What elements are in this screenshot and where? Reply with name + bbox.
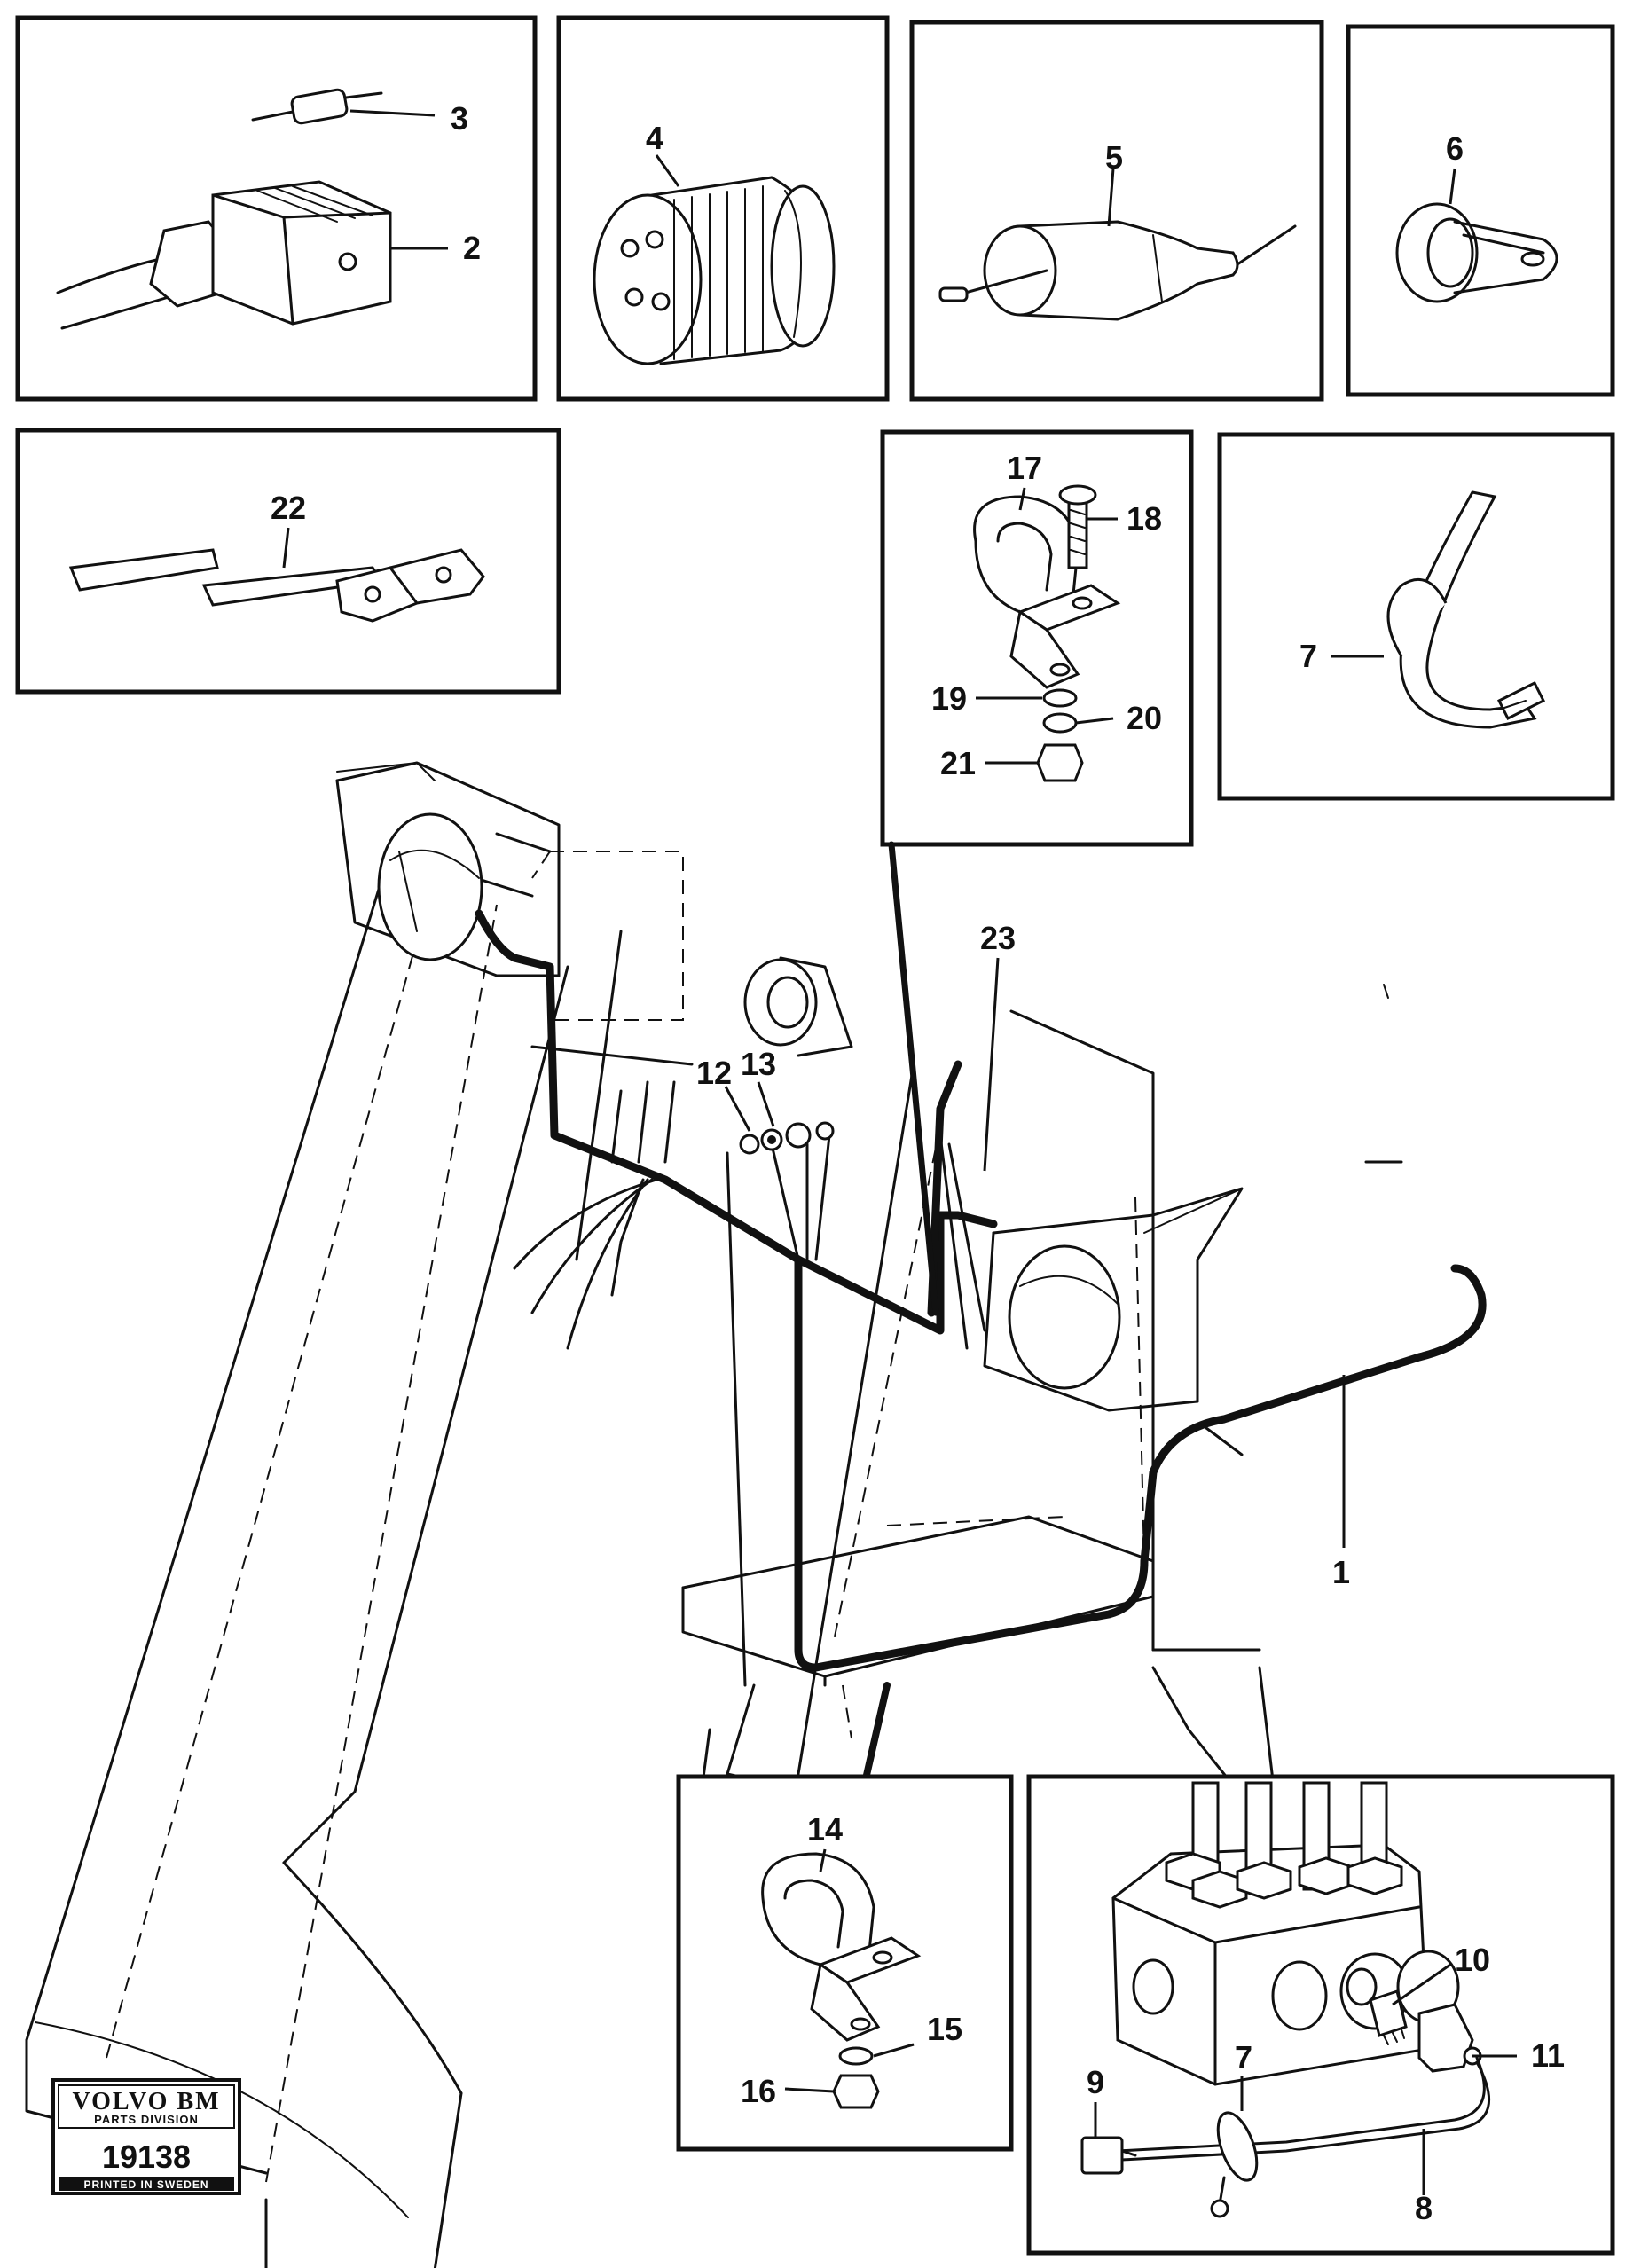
panel-5-plug xyxy=(909,20,1324,402)
panel-14-16-clamp xyxy=(676,1774,1014,2152)
callout-14: 14 xyxy=(807,1811,843,1848)
callout-7-valve: 7 xyxy=(1235,2039,1252,2076)
logo-printed: PRINTED IN SWEDEN xyxy=(83,2178,208,2191)
panel-17-21-clamp xyxy=(880,429,1194,847)
callout-2: 2 xyxy=(463,230,481,266)
callout-13: 13 xyxy=(741,1046,776,1082)
panel-22-strap xyxy=(15,428,561,695)
callout-16: 16 xyxy=(741,2073,776,2109)
volvo-bm-logo-box: VOLVO BM PARTS DIVISION 19138 PRINTED IN… xyxy=(51,2078,241,2195)
panel-2-3-connector xyxy=(15,15,538,402)
callout-9: 9 xyxy=(1087,2064,1104,2100)
main-harness-cable xyxy=(475,909,1487,1672)
callout-11: 11 xyxy=(1531,2037,1565,2074)
callout-3: 3 xyxy=(451,100,468,137)
panel-6-grommet xyxy=(1346,24,1615,397)
logo-division: PARTS DIVISION xyxy=(94,2113,199,2126)
callout-5: 5 xyxy=(1105,139,1123,176)
callout-18: 18 xyxy=(1127,500,1162,537)
callout-12: 12 xyxy=(696,1055,732,1091)
leader-13 xyxy=(757,1081,775,1127)
callout-7-tie: 7 xyxy=(1299,638,1317,674)
panel-14-pointer xyxy=(861,1682,891,1786)
callout-17: 17 xyxy=(1007,450,1042,486)
callout-15: 15 xyxy=(927,2011,962,2047)
callout-20: 20 xyxy=(1127,700,1162,736)
leader-12 xyxy=(724,1086,751,1132)
callout-1: 1 xyxy=(1332,1554,1350,1590)
callout-23: 23 xyxy=(980,920,1016,956)
callout-21: 21 xyxy=(940,745,976,781)
callout-6: 6 xyxy=(1446,130,1464,167)
callout-10: 10 xyxy=(1455,1942,1490,1978)
panel-4-socket xyxy=(556,15,890,402)
callout-4: 4 xyxy=(646,120,663,156)
callout-8: 8 xyxy=(1415,2190,1433,2226)
logo-number: 19138 xyxy=(102,2139,191,2175)
logo-brand: VOLVO BM xyxy=(72,2088,220,2115)
callout-22: 22 xyxy=(271,490,306,526)
leader-23 xyxy=(983,957,1000,1172)
panel-17-pointer xyxy=(888,841,939,1316)
panel-7-cable-tie xyxy=(1217,432,1615,801)
panel-8-11-valve xyxy=(1026,1774,1615,2256)
callout-19: 19 xyxy=(931,680,967,717)
callout-labels: 1 2 3 4 5 6 7 7 8 9 10 11 12 13 14 15 16… xyxy=(271,100,1565,2226)
